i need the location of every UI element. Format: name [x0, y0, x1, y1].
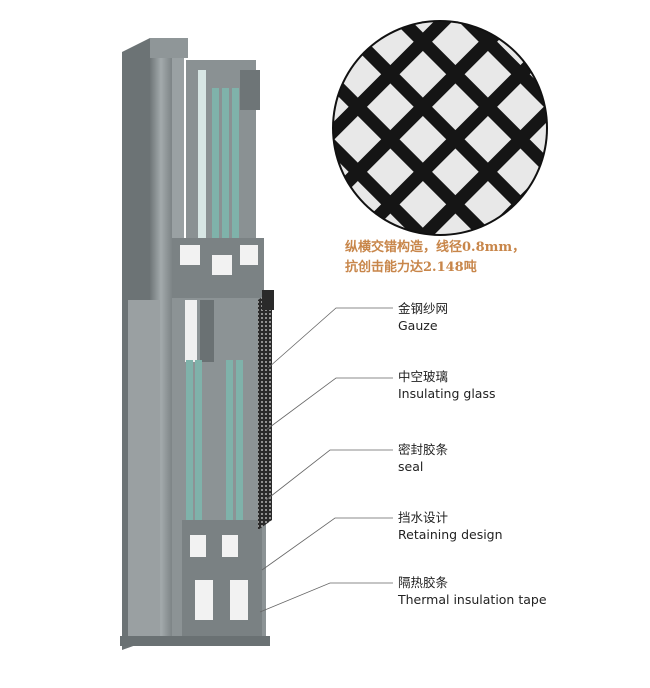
callout-zh: 金钢纱网	[398, 301, 449, 316]
callout-zh: 隔热胶条	[398, 575, 449, 590]
callout-gauze: 金钢纱网 Gauze	[398, 300, 448, 334]
callout-en: Retaining design	[398, 527, 503, 542]
callout-zh: 挡水设计	[398, 510, 449, 525]
callout-zh: 密封胶条	[398, 442, 449, 457]
callout-en: Thermal insulation tape	[398, 592, 547, 607]
callout-retaining-design: 挡水设计 Retaining design	[398, 509, 503, 543]
callout-en: Insulating glass	[398, 386, 496, 401]
callout-lines	[259, 307, 393, 613]
mesh-note-line1: 纵横交错构造，线径0.8mm，	[345, 240, 526, 255]
glass-pane	[212, 88, 219, 238]
mesh-note-line2: 抗创击能力达2.148吨	[345, 260, 477, 275]
gauze-screen	[258, 290, 274, 530]
callout-seal: 密封胶条 seal	[398, 441, 448, 475]
callout-insulating-glass: 中空玻璃 Insulating glass	[398, 368, 495, 402]
mesh-closeup	[332, 20, 548, 236]
mesh-note: 纵横交错构造，线径0.8mm， 抗创击能力达2.148吨	[345, 238, 525, 278]
frame-profile	[120, 38, 270, 650]
callout-zh: 中空玻璃	[398, 369, 449, 384]
callout-en: seal	[398, 459, 424, 474]
callout-en: Gauze	[398, 318, 438, 333]
callout-thermal-insulation-tape: 隔热胶条 Thermal insulation tape	[398, 574, 547, 608]
